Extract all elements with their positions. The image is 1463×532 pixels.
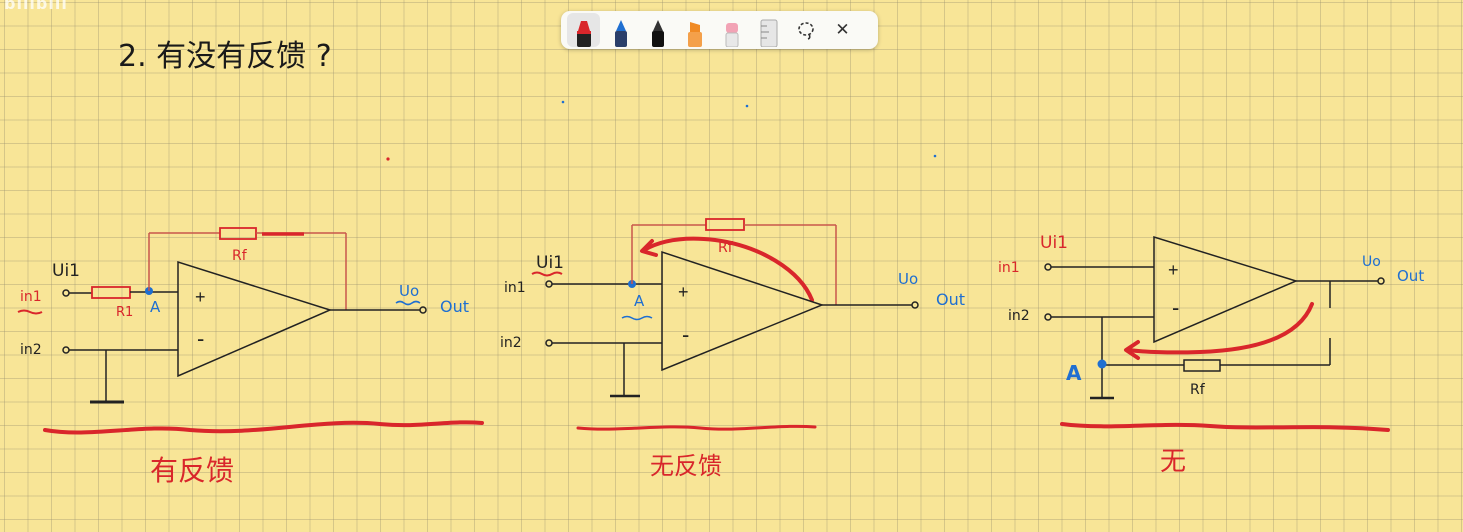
op-amp	[1153, 235, 1299, 344]
minus-sign: -	[682, 322, 689, 347]
node-a-label: A	[150, 298, 161, 316]
in2-label: in2	[1008, 308, 1030, 324]
red-underline	[43, 420, 484, 435]
rf-label: Rf	[232, 248, 248, 264]
in1-underline	[17, 309, 43, 315]
ui1-label: Ui1	[52, 261, 80, 281]
red-underline	[1060, 422, 1390, 432]
minus-sign: -	[197, 326, 204, 351]
in2-terminal	[545, 339, 553, 347]
out-label: Out	[1397, 267, 1424, 285]
node-a-underline	[621, 315, 653, 321]
close-icon: ✕	[835, 20, 850, 39]
ruler-icon	[760, 19, 777, 47]
ruler-tool[interactable]	[752, 13, 785, 47]
orange-highlighter-tool[interactable]	[678, 13, 711, 47]
ink-speck	[386, 157, 390, 161]
uo-label: Uo	[399, 282, 419, 300]
conclusion-text: 无反馈	[650, 452, 722, 480]
in1-terminal	[545, 280, 553, 288]
blue-pen-icon	[614, 20, 627, 47]
out-terminal	[1377, 277, 1385, 285]
ink-speck	[561, 100, 565, 104]
op-amp	[661, 250, 825, 372]
arrow-head	[1124, 340, 1140, 360]
in2-terminal	[62, 346, 70, 354]
uo-label: Uo	[1362, 254, 1381, 270]
out-label: Out	[440, 297, 469, 316]
in2-label: in2	[500, 335, 522, 351]
ui1-label: Ui1	[536, 253, 564, 273]
ink-speck	[933, 154, 937, 158]
lasso-icon	[797, 22, 814, 40]
orange-highlighter-icon	[687, 22, 702, 47]
ink-speck	[745, 104, 749, 108]
plus-sign: +	[195, 287, 206, 307]
arrow-head	[640, 239, 658, 257]
in2-terminal	[1044, 313, 1052, 321]
black-pen-tool[interactable]	[641, 13, 674, 47]
eraser-tool[interactable]	[715, 13, 748, 47]
in1-label: in1	[998, 260, 1020, 276]
lasso-tool[interactable]	[789, 13, 822, 47]
r1-resistor	[91, 286, 131, 299]
node-a-label: A	[1066, 361, 1082, 385]
in1-terminal	[1044, 263, 1052, 271]
circuit-2: Ui1 in1 A Rf + - Uo Out in2 无反馈	[500, 218, 965, 480]
close-button[interactable]: ✕	[826, 13, 859, 47]
red-underline	[576, 424, 817, 431]
node-a-label: A	[634, 292, 645, 310]
rf-label: Rf	[1190, 382, 1206, 398]
eraser-icon	[725, 23, 738, 47]
black-pen-icon	[651, 20, 664, 47]
rf-resistor	[705, 218, 745, 231]
out-label: Out	[936, 290, 965, 309]
red-marker-icon	[576, 21, 591, 47]
rf-resistor	[1183, 359, 1221, 372]
r1-label: R1	[116, 305, 133, 320]
uo-underline	[395, 300, 421, 306]
rf-resistor	[219, 227, 257, 240]
circuit-1: Ui1 in1 R1 A Rf + - Uo Out in2 有反馈	[17, 227, 484, 487]
feedback-arrow	[1126, 302, 1314, 355]
circuit-3: Ui1 in1 in2 + - Uo Out Rf A 无	[998, 233, 1424, 477]
out-terminal	[419, 306, 427, 314]
minus-sign: -	[1172, 295, 1179, 320]
blue-pen-tool[interactable]	[604, 13, 637, 47]
in2-label: in2	[20, 342, 42, 358]
ui1-label: Ui1	[1040, 233, 1068, 253]
bilibili-watermark: bilibili	[4, 0, 68, 13]
red-marker-tool[interactable]	[567, 13, 600, 47]
plus-sign: +	[1168, 260, 1179, 280]
in1-label: in1	[504, 280, 526, 296]
conclusion-text: 有反馈	[150, 454, 234, 487]
page-title: 2. 有没有反馈 ?	[118, 39, 332, 74]
plus-sign: +	[678, 282, 689, 302]
in1-label: in1	[20, 289, 42, 305]
conclusion-text: 无	[1160, 447, 1186, 477]
ui1-underline	[531, 271, 563, 277]
out-terminal	[911, 301, 919, 309]
node-a-dot	[1097, 359, 1107, 369]
uo-label: Uo	[898, 270, 918, 288]
feedback-arrow	[642, 236, 814, 302]
pen-toolbar: ✕	[561, 11, 878, 49]
in1-terminal	[62, 289, 70, 297]
op-amp	[177, 260, 333, 378]
